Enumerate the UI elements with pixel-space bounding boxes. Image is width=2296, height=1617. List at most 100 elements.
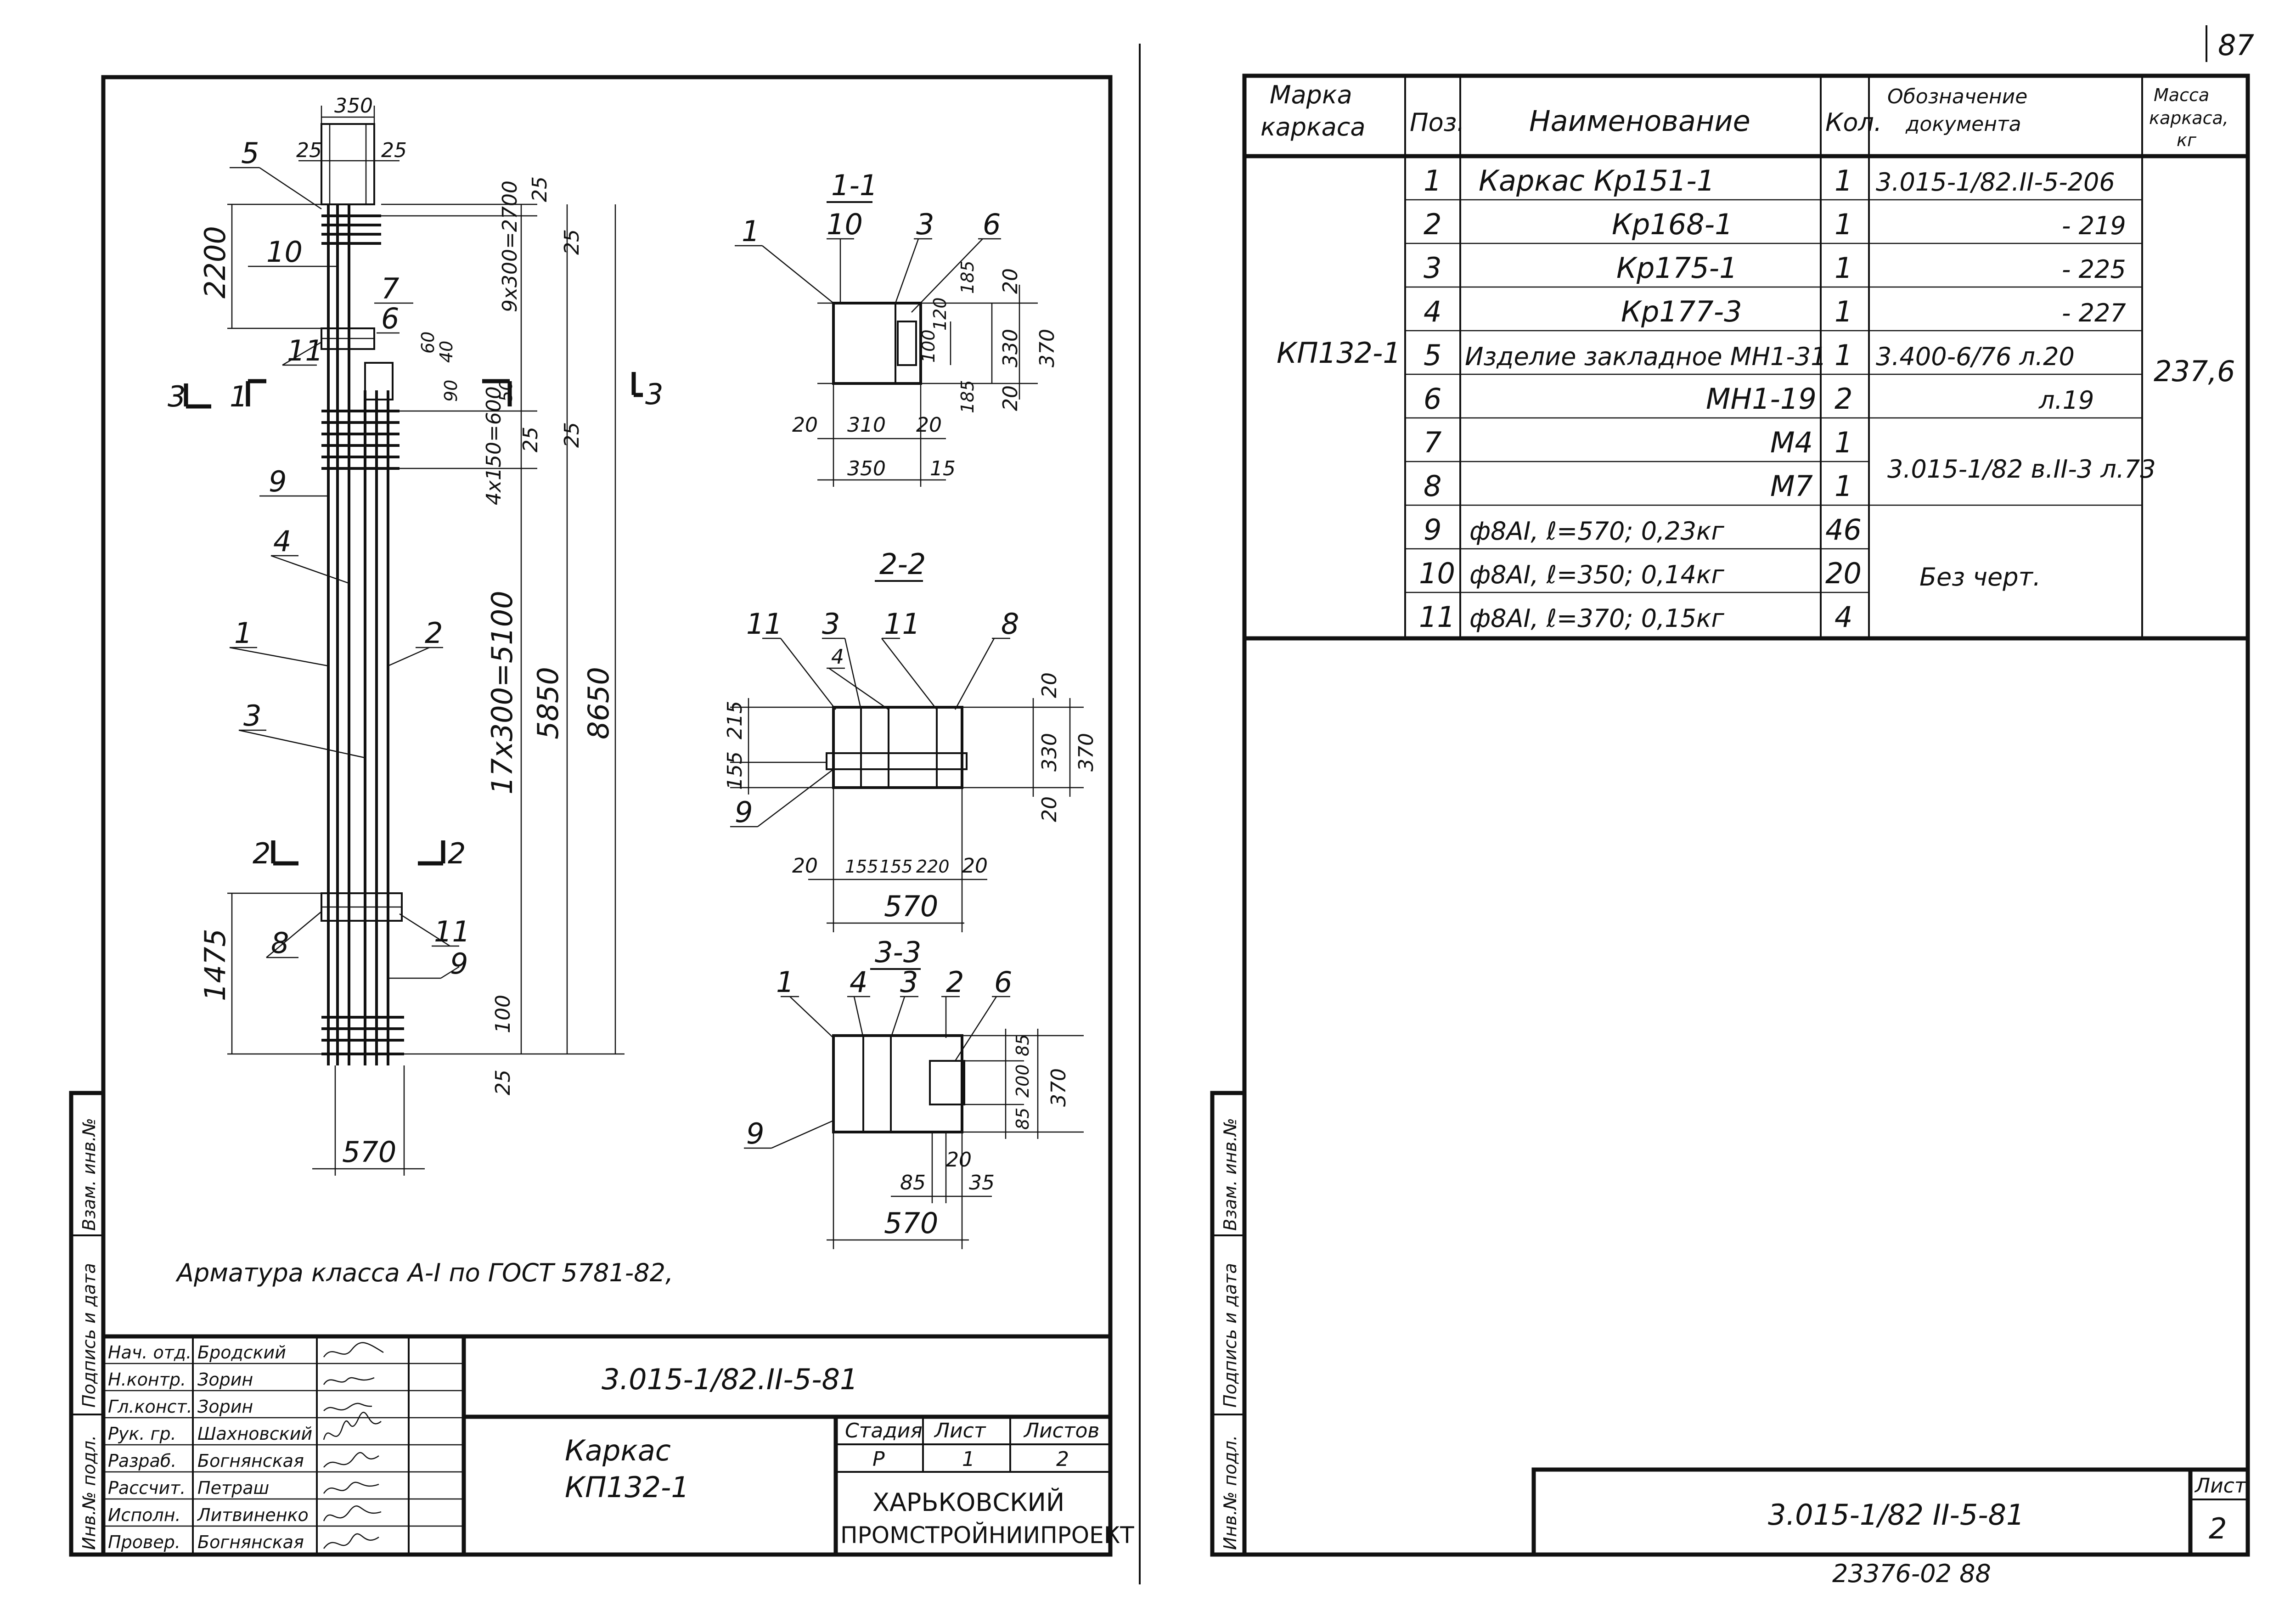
row6-qty: 2 bbox=[1835, 382, 1852, 416]
elevation-view: 350 25 25 2200 1475 25 9x300=2700 25 40 … bbox=[168, 94, 663, 1176]
row4-doc: - 227 bbox=[2062, 299, 2126, 327]
s22-callout-9: 9 bbox=[735, 795, 753, 829]
s11-callout-1: 1 bbox=[742, 214, 760, 248]
s22-dim-20b: 20 bbox=[1038, 796, 1061, 822]
table-row: 7 М4 1 bbox=[1424, 426, 1852, 459]
dim-40: 40 bbox=[436, 341, 456, 363]
s11-dim-100: 100 bbox=[918, 329, 939, 363]
callout-9-bottom: 9 bbox=[450, 947, 468, 980]
row11-pos: 11 bbox=[1419, 600, 1455, 634]
elevation-callouts: 5 10 7 6 11 9 4 1 2 3 8 11 9 bbox=[229, 136, 470, 980]
s11-dim-185b: 185 bbox=[957, 380, 978, 413]
tb-role-5: Рассчит. bbox=[108, 1478, 186, 1498]
s22-callout-11a: 11 bbox=[746, 607, 782, 641]
section-mark-2-right: 2 bbox=[448, 837, 466, 870]
hdr-qty: Кол. bbox=[1825, 108, 1882, 137]
section-mark-1: 1 bbox=[230, 380, 248, 413]
section-1-1: 1-1 1 10 3 6 185 20 100 120 330 370 185 … bbox=[735, 169, 1059, 487]
dim-25d: 25 bbox=[560, 422, 584, 448]
tb-name-3: Шахновский bbox=[197, 1424, 312, 1444]
footer-number: 23376-02 88 bbox=[1832, 1559, 1991, 1588]
s11-dim-310: 310 bbox=[847, 413, 886, 437]
callout-2: 2 bbox=[425, 616, 443, 650]
dim-25b: 25 bbox=[560, 229, 584, 255]
s11-dim-20b: 20 bbox=[999, 385, 1022, 411]
s11-dim-120: 120 bbox=[930, 297, 950, 331]
dim-50: 50 bbox=[496, 380, 516, 402]
tb-name-5: Петраш bbox=[197, 1478, 269, 1498]
row10-qty: 20 bbox=[1825, 557, 1862, 590]
dim-25a: 25 bbox=[528, 176, 551, 202]
s22-dim-155a: 155 bbox=[845, 856, 878, 877]
tb-role-1: Н.контр. bbox=[108, 1369, 186, 1390]
section-3-3: 3-3 1 4 3 2 6 9 85 200 85 370 20 85 bbox=[744, 935, 1084, 1249]
s33-callout-4: 4 bbox=[850, 965, 867, 999]
right-title-block: 3.015-1/82 II-5-81 Лист 2 bbox=[1531, 1467, 2250, 1557]
row1-name: Каркас Кр151-1 bbox=[1479, 164, 1715, 197]
callout-10: 10 bbox=[266, 235, 303, 269]
hdr-mass-1: Масса bbox=[2154, 85, 2209, 105]
s22-dim-215: 215 bbox=[723, 701, 747, 739]
hdr-pos: Поз. bbox=[1410, 108, 1465, 137]
dim-25c: 25 bbox=[519, 427, 542, 452]
row8-qty: 1 bbox=[1835, 469, 1852, 503]
table-row: 11 ф8АI, ℓ=370; 0,15кг 4 bbox=[1419, 600, 1852, 634]
tb-org-line-2: ПРОМСТРОЙНИИПРОЕКТ bbox=[840, 1521, 1134, 1549]
row1-qty: 1 bbox=[1835, 164, 1852, 197]
s33-callout-3: 3 bbox=[900, 965, 918, 999]
row4-name: Кр177-3 bbox=[1621, 295, 1742, 328]
tb-name-6: Литвиненко bbox=[197, 1505, 309, 1525]
s11-dim-185a: 185 bbox=[957, 260, 978, 294]
page-number: 87 bbox=[2218, 28, 2254, 62]
spec-table: Марка каркаса Поз. Наименование Кол. Обо… bbox=[1244, 76, 2248, 641]
s22-dim-220: 220 bbox=[916, 856, 950, 877]
row7-name: М4 bbox=[1770, 426, 1813, 459]
r-doc-code: 3.015-1/82 II-5-81 bbox=[1768, 1498, 2024, 1532]
s22-dim-20d: 20 bbox=[962, 854, 988, 878]
row1-pos: 1 bbox=[1424, 164, 1441, 197]
r-stamp-podpis: Подпись и дата bbox=[1220, 1263, 1240, 1408]
tb-stage: Р bbox=[872, 1448, 885, 1471]
hdr-name: Наименование bbox=[1529, 104, 1750, 138]
right-sheet-frame bbox=[1242, 73, 2250, 1557]
dim-2200: 2200 bbox=[198, 226, 232, 299]
row4-pos: 4 bbox=[1424, 295, 1441, 328]
hdr-marka-1: Марка bbox=[1270, 80, 1352, 109]
row9-qty: 46 bbox=[1825, 513, 1862, 547]
section-title-1-1: 1-1 bbox=[831, 169, 878, 202]
s22-dim-330: 330 bbox=[1038, 733, 1061, 772]
s33-callout-2: 2 bbox=[946, 965, 964, 999]
row5-name: Изделие закладное МН1-31 bbox=[1465, 342, 1827, 371]
s11-dim-20c: 20 bbox=[792, 413, 818, 437]
row2-pos: 2 bbox=[1424, 208, 1441, 241]
table-row: 6 МН1-19 2 л.19 bbox=[1424, 382, 2094, 416]
dim-1475: 1475 bbox=[198, 929, 232, 1001]
tb-sheet: 1 bbox=[962, 1448, 975, 1471]
row9-name: ф8АI, ℓ=570; 0,23кг bbox=[1469, 517, 1725, 546]
tb-name-1: Зорин bbox=[197, 1369, 253, 1390]
s33-dim-85a: 85 bbox=[1013, 1034, 1033, 1056]
s22-callout-4: 4 bbox=[831, 645, 844, 669]
s11-callout-10: 10 bbox=[827, 208, 863, 241]
table-row: 2 Кр168-1 1 - 219 bbox=[1424, 208, 2126, 241]
row10-name: ф8АI, ℓ=350; 0,14кг bbox=[1469, 560, 1725, 589]
s11-dim-20a: 20 bbox=[999, 268, 1022, 294]
tb-doc-code: 3.015-1/82.II-5-81 bbox=[602, 1363, 858, 1396]
table-row: 9 ф8АI, ℓ=570; 0,23кг 46 bbox=[1424, 513, 1862, 547]
row5-qty: 1 bbox=[1835, 338, 1852, 372]
section-2-2: 2-2 11 3 11 8 4 9 20 330 370 20 155 215 bbox=[723, 547, 1098, 932]
s33-dim-85b: 85 bbox=[1013, 1108, 1033, 1130]
r-stamp-vzam: Взам. инв.№ bbox=[1220, 1118, 1240, 1231]
table-row: 5 Изделие закладное МН1-31 1 3.400-6/76 … bbox=[1424, 338, 2075, 372]
hdr-marka-2: каркаса bbox=[1261, 113, 1365, 141]
left-side-stamp: Инв.№ подл. Подпись и дата Взам. инв.№ bbox=[69, 1091, 106, 1557]
hdr-mass-3: кг bbox=[2177, 130, 2197, 150]
tb-sheets: 2 bbox=[1056, 1448, 1069, 1471]
dim-top-width: 350 bbox=[334, 94, 373, 118]
s22-dim-155: 155 bbox=[723, 751, 747, 790]
s33-dim-570: 570 bbox=[884, 1206, 938, 1240]
s22-dim-20c: 20 bbox=[792, 854, 818, 878]
doc-bars: Без черт. bbox=[1919, 563, 2041, 592]
stamp-inv-podl: Инв.№ подл. bbox=[79, 1435, 99, 1550]
